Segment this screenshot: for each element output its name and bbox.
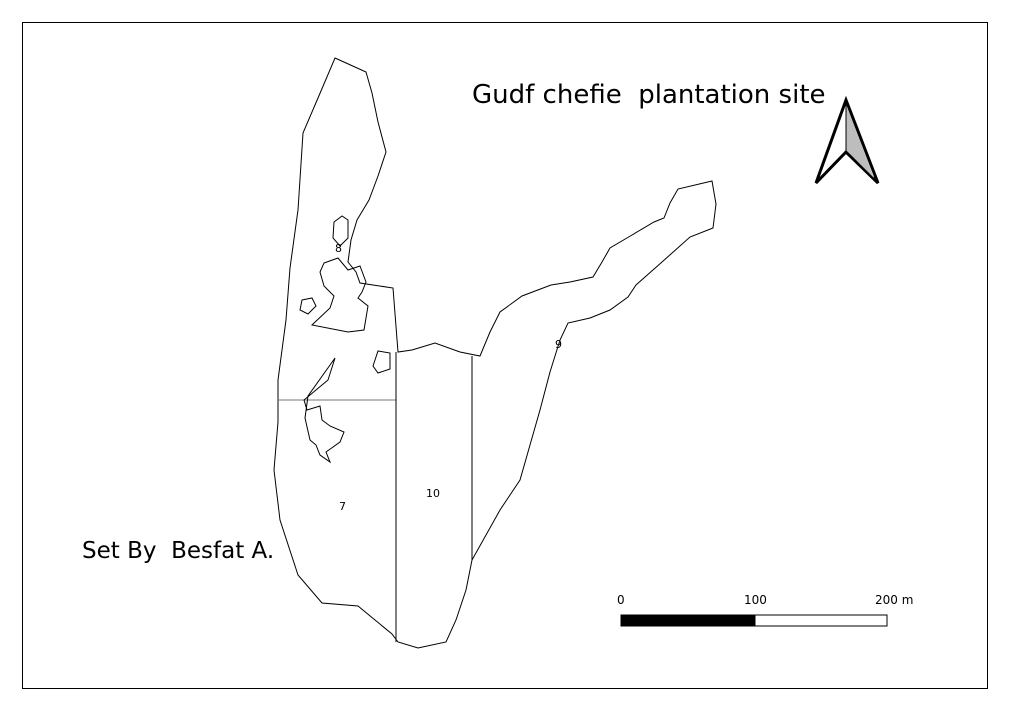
enclave bbox=[303, 357, 345, 464]
plot-label-8: 8 bbox=[335, 242, 342, 255]
scale-segment-white bbox=[754, 614, 888, 627]
plot-label-10: 10 bbox=[426, 487, 440, 500]
site-boundary bbox=[273, 57, 717, 649]
scale-bar bbox=[620, 614, 888, 627]
north-arrow-icon bbox=[814, 95, 880, 185]
enclave bbox=[299, 297, 317, 315]
plot-label-7: 7 bbox=[339, 500, 346, 513]
enclave bbox=[332, 215, 349, 247]
scale-segment-black bbox=[620, 614, 756, 627]
enclave bbox=[372, 350, 391, 374]
enclave bbox=[310, 257, 369, 333]
map-credit: Set By Besfat A. bbox=[82, 538, 275, 564]
map-title: Gudf chefie plantation site bbox=[472, 80, 826, 110]
scale-label-200m: 200 m bbox=[875, 593, 914, 607]
plot-label-9: 9 bbox=[555, 338, 562, 351]
map-frame bbox=[22, 22, 988, 689]
scale-label-100: 100 bbox=[744, 593, 767, 607]
scale-label-0: 0 bbox=[617, 593, 625, 607]
